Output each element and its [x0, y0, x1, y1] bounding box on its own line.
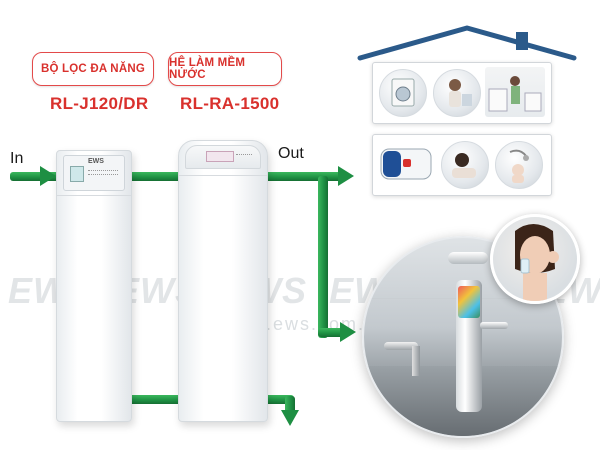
product-label-softener: HỆ LÀM MỀM NƯỚC: [168, 52, 282, 86]
flow-in-label: In: [10, 150, 24, 167]
display-screen: [70, 166, 84, 182]
inlet-arrow-icon: [40, 166, 56, 186]
product-label-multi-filter: BỘ LỌC ĐA NĂNG: [32, 52, 154, 86]
side-tap-stem: [412, 346, 420, 376]
connector-pipe: [128, 172, 182, 181]
drain-down-pipe: [285, 396, 295, 414]
ionizer-faucet-head: [448, 252, 488, 264]
room-laundry: [372, 62, 552, 124]
kitchen-faucet-scene: [362, 236, 564, 438]
outlet-pipe: [264, 172, 344, 181]
control-panel: EWS: [63, 155, 125, 191]
ionizer-screen: [458, 286, 480, 318]
washing-machine-icon: [379, 69, 427, 117]
outlet-down-pipe: [318, 176, 328, 338]
side-tap: [384, 342, 418, 350]
control-buttons: [88, 170, 118, 175]
control-buttons: [236, 154, 252, 158]
flow-out-label: Out: [278, 145, 304, 162]
outlet-branch-pipe: [318, 328, 344, 337]
outlet-arrow-icon: [338, 166, 354, 186]
product-label-text: BỘ LỌC ĐA NĂNG: [41, 63, 145, 75]
product-label-text: HỆ LÀM MỀM NƯỚC: [169, 57, 246, 81]
model-multi-filter: RL-J120/DR: [50, 94, 149, 113]
tank-seam: [57, 195, 131, 196]
brand-logo: EWS: [88, 158, 104, 165]
water-heater-icon: [379, 141, 433, 187]
softener-tank: [178, 140, 268, 422]
hair-wash-icon: [441, 141, 489, 189]
ionizer-side-handle: [480, 322, 508, 329]
house-roof-icon: [357, 25, 577, 61]
woman-drinking-photo: [490, 214, 580, 304]
branch-arrow-icon: [340, 322, 356, 342]
room-bathroom: [372, 134, 552, 196]
display-screen: [206, 151, 234, 162]
multi-filter-tank: EWS: [56, 150, 132, 422]
drain-arrow-icon: [281, 410, 299, 426]
model-softener: RL-RA-1500: [180, 94, 280, 113]
inlet-pipe: [10, 172, 60, 181]
laundry-woman-icon: [433, 69, 481, 117]
tank-seam: [179, 175, 267, 176]
shower-icon: [495, 141, 543, 189]
laundry-room-icon: [485, 67, 545, 117]
softener-lid: [185, 145, 261, 169]
